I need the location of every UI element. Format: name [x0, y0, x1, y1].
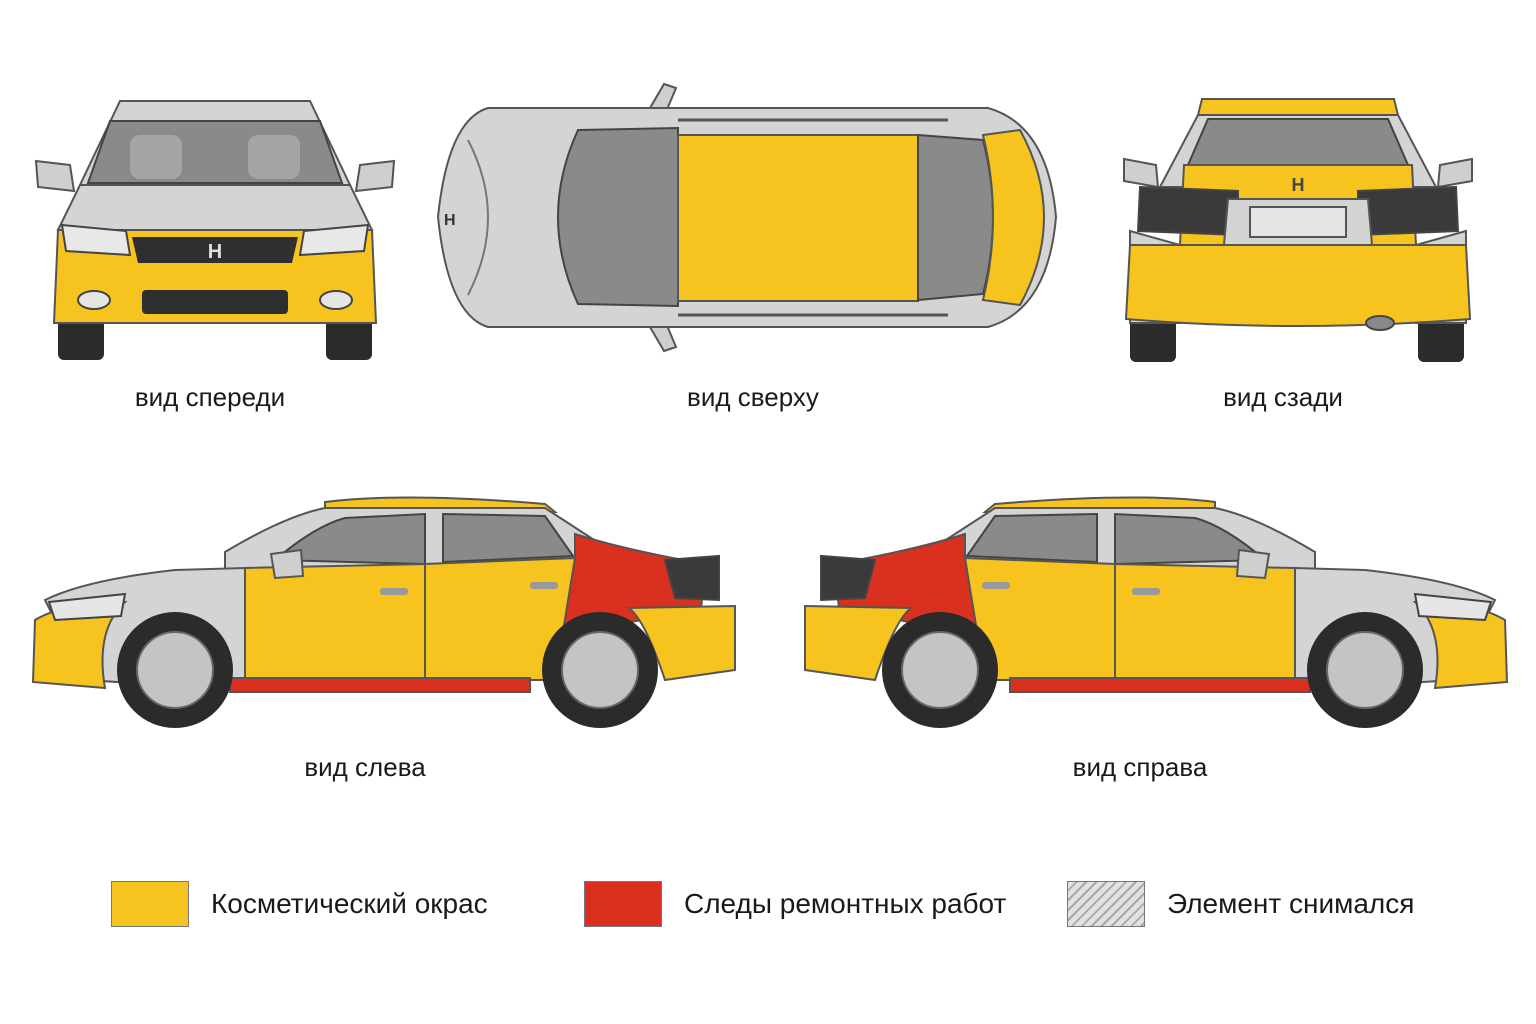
- legend-label-repair: Следы ремонтных работ: [684, 888, 1007, 919]
- left-front-door-cosmetic: [244, 562, 426, 681]
- legend-item-removed: Элемент снимался: [1067, 880, 1414, 928]
- rear-emblem-icon: H: [1292, 175, 1305, 195]
- seat-left: [130, 135, 182, 179]
- legend-swatch-repair: [584, 881, 662, 927]
- rear-mirror-left: [1123, 157, 1160, 189]
- left-sill-repair: [229, 677, 531, 693]
- left-headlight: [47, 592, 127, 622]
- headlight-left: [60, 223, 132, 257]
- right-mirror: [354, 159, 396, 193]
- left-front-rim: [136, 631, 214, 709]
- rear-bumper-cosmetic: [1124, 244, 1472, 327]
- top-view-drawing: H: [436, 82, 1058, 353]
- left-view-caption: вид слева: [304, 752, 426, 782]
- front-grille: [132, 237, 298, 263]
- right-rear-handle: [982, 582, 1010, 589]
- left-rear-handle: [530, 582, 558, 589]
- right-front-handle: [1132, 588, 1160, 595]
- right-tail-light: [820, 554, 877, 602]
- legend-item-repair: Следы ремонтных работ: [584, 880, 1006, 928]
- left-front-window: [272, 512, 426, 566]
- right-headlight: [1413, 592, 1493, 622]
- front-emblem-icon: H: [208, 241, 222, 263]
- legend-item-cosmetic: Косметический окрас: [111, 880, 488, 928]
- left-rear-window: [442, 512, 575, 564]
- rear-view: H: [1118, 95, 1488, 365]
- rear-mirror-right: [1436, 157, 1473, 189]
- headlight-right: [298, 223, 370, 257]
- front-bumper-cosmetic: [52, 229, 378, 324]
- front-view-drawing: H: [34, 100, 396, 360]
- trunk-cosmetic: [981, 128, 1045, 307]
- tail-light-right: [1357, 185, 1460, 237]
- top-rear-window: [917, 133, 994, 302]
- hood-line: [467, 139, 489, 296]
- tail-light-left: [1136, 185, 1239, 237]
- left-mirror: [34, 159, 76, 193]
- legend-swatch-cosmetic: [111, 881, 189, 927]
- seat-right: [248, 135, 300, 179]
- right-rear-rim: [901, 631, 979, 709]
- right-sill-repair: [1009, 677, 1311, 693]
- rear-view-caption: вид сзади: [1223, 382, 1343, 412]
- windshield: [86, 120, 344, 184]
- rear-roof-cosmetic: [1196, 98, 1400, 116]
- right-front-door-cosmetic: [1114, 562, 1296, 681]
- fog-light-left: [77, 290, 111, 310]
- hood: [56, 184, 374, 231]
- rear-window: [1186, 118, 1410, 166]
- right-front-rim: [1326, 631, 1404, 709]
- legend-label-cosmetic: Косметический окрас: [211, 888, 488, 919]
- left-view-drawing: [31, 496, 736, 728]
- right-side-mirror: [1235, 548, 1271, 580]
- roof-cosmetic: [677, 134, 919, 302]
- top-emblem-icon: H: [444, 212, 456, 229]
- top-view-caption: вид сверху: [687, 382, 819, 412]
- left-front-handle: [380, 588, 408, 595]
- rear-view-drawing: H: [1123, 98, 1473, 362]
- legend-swatch-removed-hatch-icon: [1067, 881, 1145, 927]
- front-view: H: [30, 95, 400, 365]
- front-view-caption: вид спереди: [134, 382, 286, 412]
- right-view: [795, 490, 1515, 735]
- right-view-drawing: [804, 496, 1509, 728]
- right-front-window: [1114, 512, 1268, 566]
- lower-intake: [142, 290, 288, 314]
- left-view: [25, 490, 745, 735]
- left-side-mirror: [269, 548, 305, 580]
- right-view-caption: вид справа: [1072, 752, 1208, 782]
- license-plate: [1249, 206, 1347, 238]
- legend: Косметический окрас Следы ремонтных рабо…: [0, 880, 1536, 930]
- top-windshield: [557, 126, 679, 308]
- left-tail-light: [663, 554, 720, 602]
- left-rear-rim: [561, 631, 639, 709]
- fog-light-right: [319, 290, 353, 310]
- legend-label-removed: Элемент снимался: [1167, 888, 1415, 919]
- exhaust-pipe: [1365, 315, 1395, 331]
- top-view: H: [428, 80, 1068, 355]
- right-rear-window: [965, 512, 1098, 564]
